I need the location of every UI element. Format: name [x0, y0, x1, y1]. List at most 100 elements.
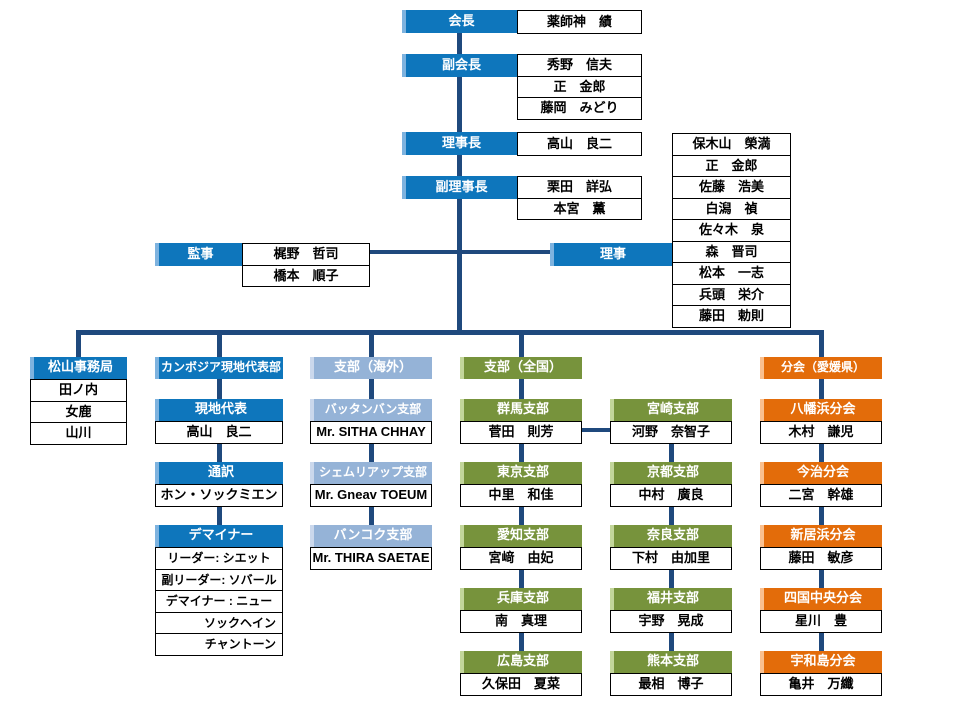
org-names-hiroshima: 久保田 夏菜 — [460, 673, 582, 696]
org-name-row: 二宮 幹雄 — [788, 487, 854, 502]
connector-line — [76, 330, 824, 335]
org-name-row: 梶野 哲司 — [273, 246, 339, 261]
connector-line — [369, 333, 374, 357]
connector-line — [819, 632, 824, 651]
org-label-cambodia: カンボジア現地代表部 — [155, 357, 283, 379]
connector-line — [519, 443, 524, 462]
org-name-row: 木村 謙児 — [788, 424, 854, 439]
org-name-row: 下村 由加里 — [631, 550, 710, 565]
org-names-rijicho: 高山 良二 — [517, 132, 642, 156]
connector-line — [669, 569, 674, 588]
org-names-tokyo: 中里 和佳 — [460, 484, 582, 507]
connector-line — [519, 379, 524, 399]
org-names-genchidaihyo: 高山 良二 — [155, 421, 283, 444]
org-name-row: 田ノ内 — [58, 382, 98, 397]
org-names-matsuyama: 田ノ内女鹿山川 — [30, 379, 127, 445]
org-label-aichi: 愛知支部 — [460, 525, 582, 547]
org-name-row: 藤岡 みどり — [518, 97, 641, 119]
org-name-row: 本宮 薫 — [518, 197, 641, 220]
org-name-row: 中里 和佳 — [488, 487, 554, 502]
org-names-shikokuchuo: 星川 豊 — [760, 610, 882, 633]
org-name-row: 佐藤 浩美 — [673, 176, 790, 198]
org-names-uwajima: 亀井 万纖 — [760, 673, 882, 696]
org-label-bunkai-ehime: 分会（愛媛県） — [760, 357, 882, 379]
org-name-row: 宮﨑 由妃 — [488, 550, 554, 565]
org-label-kanji: 監事 — [155, 243, 242, 266]
connector-line — [519, 632, 524, 651]
org-names-riji: 保木山 榮満正 金郎佐藤 浩美白潟 禎佐々木 泉森 晋司松本 一志兵頭 栄介藤田… — [672, 133, 791, 328]
org-name-row: 山川 — [31, 422, 126, 444]
org-label-nara: 奈良支部 — [610, 525, 732, 547]
org-label-niihama: 新居浜分会 — [760, 525, 882, 547]
org-label-imabari: 今治分会 — [760, 462, 882, 484]
connector-line — [519, 333, 524, 357]
org-name-row: 正 金郎 — [673, 154, 790, 177]
org-name-row: ソックヘイン — [156, 611, 282, 634]
org-name-row: 宇野 晃成 — [638, 613, 704, 628]
org-name-row: 栗田 詳弘 — [546, 179, 612, 194]
org-names-battambang: Mr. SITHA CHHAY — [310, 421, 432, 444]
org-names-miyazaki: 河野 奈智子 — [610, 421, 732, 444]
org-name-row: 藤田 敏彦 — [788, 550, 854, 565]
org-names-imabari: 二宮 幹雄 — [760, 484, 882, 507]
org-names-niihama: 藤田 敏彦 — [760, 547, 882, 570]
org-name-row: Mr. SITHA CHHAY — [316, 424, 426, 439]
connector-line — [519, 569, 524, 588]
connector-line — [819, 443, 824, 462]
connector-line — [819, 379, 824, 399]
org-name-row: 女鹿 — [31, 400, 126, 423]
org-names-kumamoto: 最相 博子 — [610, 673, 732, 696]
org-label-genchidaihyo: 現地代表 — [155, 399, 283, 421]
org-names-gunma: 菅田 則芳 — [460, 421, 582, 444]
connector-line — [217, 506, 222, 525]
org-label-tsuyaku: 通訳 — [155, 462, 283, 484]
org-names-kyoto: 中村 廣良 — [610, 484, 732, 507]
connector-line — [669, 632, 674, 651]
org-name-row: 副リーダー: ソバール — [156, 568, 282, 591]
org-label-fukurijicho: 副理事長 — [402, 176, 517, 199]
org-name-row: 久保田 夏菜 — [481, 676, 560, 691]
org-name-row: リーダー: シエット — [167, 551, 271, 565]
org-name-row: Mr. Gneav TOEUM — [314, 487, 428, 502]
org-name-row: 薬師神 績 — [546, 14, 612, 29]
org-name-row: ホン・ソックミエン — [160, 487, 278, 502]
org-label-tokyo: 東京支部 — [460, 462, 582, 484]
org-name-row: 亀井 万纖 — [788, 676, 854, 691]
org-label-siemreap: シェムリアップ支部 — [310, 462, 432, 484]
org-names-tsuyaku: ホン・ソックミエン — [155, 484, 283, 507]
org-names-nara: 下村 由加里 — [610, 547, 732, 570]
org-name-row: 森 晋司 — [673, 240, 790, 263]
org-name-row: チャントーン — [156, 633, 282, 655]
org-names-fukukaicho: 秀野 信夫正 金郎藤岡 みどり — [517, 54, 642, 120]
org-name-row: 橋本 順子 — [243, 264, 369, 287]
org-names-fukui: 宇野 晃成 — [610, 610, 732, 633]
org-label-battambang: バッタンバン支部 — [310, 399, 432, 421]
org-name-row: 菅田 則芳 — [488, 424, 554, 439]
connector-line — [217, 443, 222, 462]
connector-line — [819, 506, 824, 525]
connector-line — [369, 506, 374, 525]
org-names-siemreap: Mr. Gneav TOEUM — [310, 484, 432, 507]
connector-line — [669, 506, 674, 525]
org-name-row: 正 金郎 — [518, 75, 641, 98]
connector-line — [669, 443, 674, 462]
org-name-row: 秀野 信夫 — [546, 57, 612, 72]
connector-line — [369, 443, 374, 462]
connector-line — [370, 250, 457, 254]
org-label-shikokuchuo: 四国中央分会 — [760, 588, 882, 610]
connector-line — [76, 333, 81, 357]
org-label-gunma: 群馬支部 — [460, 399, 582, 421]
connector-line — [217, 333, 222, 357]
org-name-row: 兵頭 栄介 — [673, 283, 790, 306]
org-label-bangkok: バンコク支部 — [310, 525, 432, 547]
org-label-kyoto: 京都支部 — [610, 462, 732, 484]
org-name-row: デマイナー : ニュー — [156, 590, 282, 612]
org-label-riji: 理事 — [550, 243, 672, 266]
org-label-shibu-zenkoku: 支部（全国） — [460, 357, 582, 379]
org-names-fukurijicho: 栗田 詳弘本宮 薫 — [517, 176, 642, 220]
org-label-fukui: 福井支部 — [610, 588, 732, 610]
org-names-aichi: 宮﨑 由妃 — [460, 547, 582, 570]
org-label-deminer: デマイナー — [155, 525, 283, 547]
org-name-row: 白潟 禎 — [673, 197, 790, 220]
org-label-fukukaicho: 副会長 — [402, 54, 517, 77]
